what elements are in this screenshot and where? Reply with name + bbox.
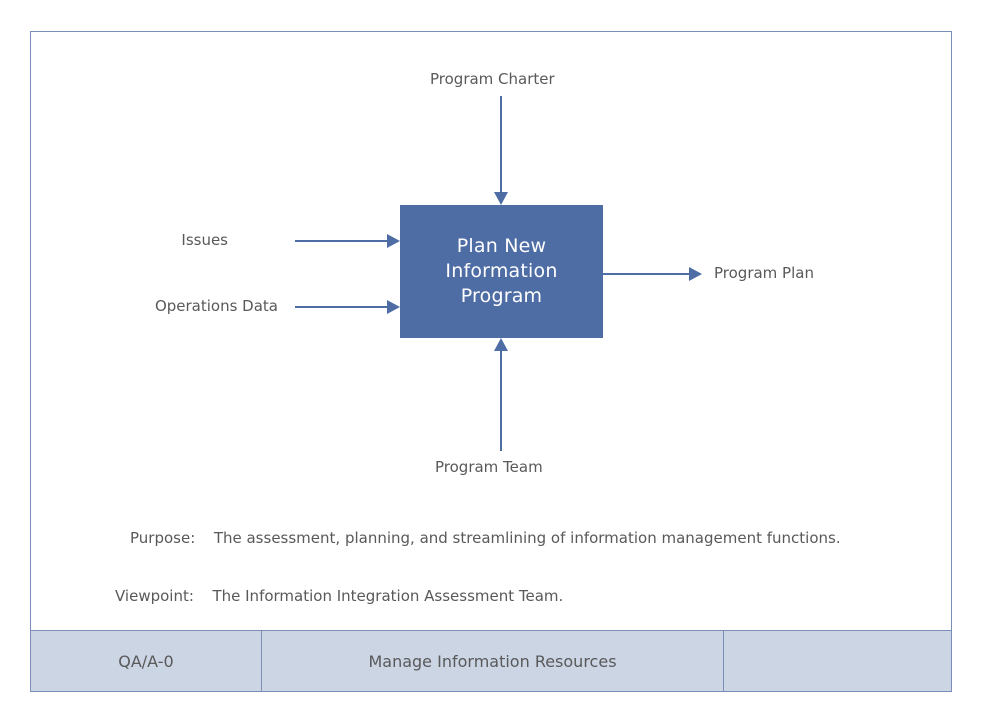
mechanism-arrow-head-up-icon [494, 338, 508, 351]
output-arrow-head-right-icon [689, 267, 702, 281]
viewpoint-row: Viewpoint: The Information Integration A… [115, 586, 563, 606]
process-box-line-3: Program [460, 285, 543, 307]
diagram-frame [30, 31, 952, 692]
arrow-label-program-team: Program Team [435, 458, 543, 476]
control-arrow-shaft [500, 96, 502, 192]
viewpoint-value: The Information Integration Assessment T… [212, 587, 564, 605]
output-arrow-shaft [603, 273, 689, 275]
input-one-arrow-head-right-icon [387, 234, 400, 248]
process-box-line-1: Plan New [456, 235, 547, 257]
viewpoint-label: Viewpoint: [115, 587, 194, 605]
input-one-arrow-shaft [295, 240, 387, 242]
arrow-label-program-plan: Program Plan [714, 264, 814, 282]
input-two-arrow-head-right-icon [387, 300, 400, 314]
control-arrow-head-down-icon [494, 192, 508, 205]
purpose-label: Purpose: [130, 529, 196, 547]
footer-title-cell[interactable]: Manage Information Resources [262, 631, 724, 691]
mechanism-arrow-shaft [500, 351, 502, 451]
purpose-value: The assessment, planning, and streamlini… [213, 529, 841, 547]
purpose-row: Purpose: The assessment, planning, and s… [130, 528, 841, 548]
process-box[interactable]: Plan New Information Program [400, 205, 603, 338]
footer-node-cell[interactable]: QA/A-0 [31, 631, 262, 691]
footer-extra-cell[interactable] [724, 631, 951, 691]
input-two-arrow-shaft [295, 306, 387, 308]
footer-title-bar: QA/A-0 Manage Information Resources [30, 630, 952, 692]
arrow-label-program-charter: Program Charter [430, 70, 555, 88]
arrow-label-issues: Issues [181, 231, 228, 249]
arrow-label-operations-data: Operations Data [154, 297, 278, 315]
process-box-line-2: Information [445, 260, 558, 282]
